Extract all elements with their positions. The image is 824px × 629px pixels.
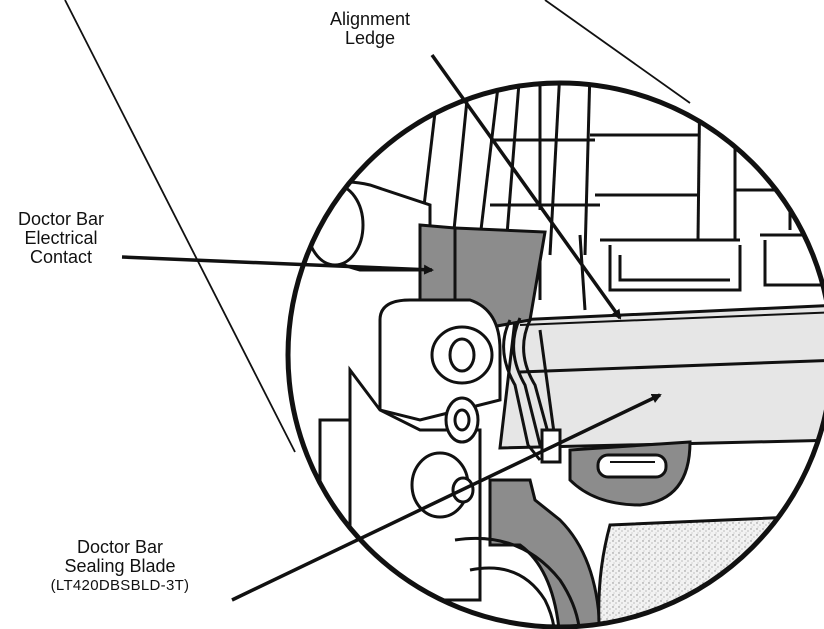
sealing-blade-part-number: (LT420DBSBLD-3T) — [50, 577, 190, 594]
electrical-contact-line1: Doctor Bar — [17, 209, 105, 229]
latch-bracket — [568, 440, 692, 507]
doctor-bar-roller — [498, 303, 824, 450]
sealing-blade-line1: Doctor Bar — [76, 537, 164, 557]
doctor-bar-sealing-blade-label: Doctor Bar Sealing Blade (LT420DBSBLD-3T… — [20, 538, 220, 595]
magnifier-circle — [285, 80, 824, 629]
foam-roller — [597, 513, 824, 627]
sealing-blade-arrow — [231, 393, 662, 602]
doctor-bar-electrical-contact-label: Doctor Bar Electrical Contact — [0, 210, 122, 267]
alignment-ledge-line1: Alignment — [329, 9, 411, 29]
leader-arrows — [121, 53, 662, 602]
left-mechanism-housing — [318, 298, 502, 602]
alignment-ledge-line2: Ledge — [344, 28, 396, 48]
alignment-ledge-arrow — [430, 53, 622, 320]
alignment-ledge-label: Alignment Ledge — [310, 10, 430, 48]
magnifier-guide-lines — [64, 0, 691, 453]
electrical-contact-line2: Electrical — [24, 228, 98, 248]
electrical-contact-arrow — [121, 255, 434, 275]
doctor-bar-sealing-blade — [502, 317, 562, 461]
sealing-blade-line2: Sealing Blade — [64, 556, 176, 576]
electrical-contact-line3: Contact — [29, 247, 93, 267]
